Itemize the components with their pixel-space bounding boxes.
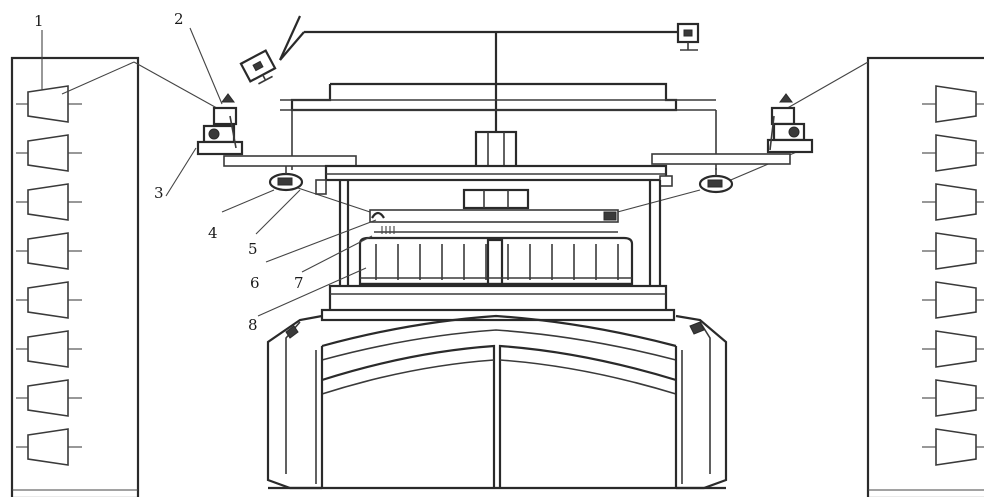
callout-label-7: 7	[294, 274, 304, 292]
cylinder-slats	[375, 238, 619, 286]
yarn-bobbin-icon	[16, 281, 82, 319]
needle-marks	[381, 226, 395, 234]
monitor-icon	[239, 49, 277, 85]
yarn-bobbin-icon	[922, 85, 984, 123]
callout-label-1: 1	[34, 12, 44, 30]
callout-numbers: 1 2 3 4 5 6 7 8	[34, 10, 304, 334]
yarn-bobbin-icon	[922, 281, 984, 319]
yarn-bobbin-icon	[922, 232, 984, 270]
yarn-bobbin-icon	[922, 379, 984, 417]
top-frame	[223, 82, 791, 195]
yarn-bobbin-icon	[922, 330, 984, 368]
left-creel	[10, 56, 140, 497]
yarn-bobbin-icon	[16, 379, 82, 417]
yarn-bobbin-icon	[16, 183, 82, 221]
right-bobbin-column	[922, 85, 984, 466]
yarn-bobbin-icon	[922, 134, 984, 172]
yarn-bobbin-icon	[16, 134, 82, 172]
yarn-bobbin-icon	[16, 330, 82, 368]
callout-label-2: 2	[174, 10, 184, 28]
lower-frame	[266, 314, 728, 490]
callout-label-5: 5	[248, 240, 258, 258]
right-tensioner	[766, 93, 814, 154]
callout-label-6: 6	[250, 274, 260, 292]
left-feeder	[268, 166, 304, 192]
callout-label-8: 8	[248, 316, 258, 334]
left-tensioner	[196, 93, 244, 156]
callout-leaders	[41, 27, 377, 317]
yarn-bobbin-icon	[16, 232, 82, 270]
callout-label-4: 4	[208, 224, 218, 242]
yarn-paths	[61, 61, 869, 215]
callout-label-3: 3	[154, 184, 164, 202]
left-bobbin-column	[16, 85, 82, 466]
right-creel	[866, 56, 984, 497]
yarn-bobbin-icon	[16, 85, 82, 123]
yarn-bobbin-icon	[922, 183, 984, 221]
machine-body	[320, 180, 676, 322]
monitor-arm	[239, 15, 700, 132]
yarn-bobbin-icon	[922, 428, 984, 466]
yarn-bobbin-icon	[16, 428, 82, 466]
right-feeder	[698, 168, 734, 194]
